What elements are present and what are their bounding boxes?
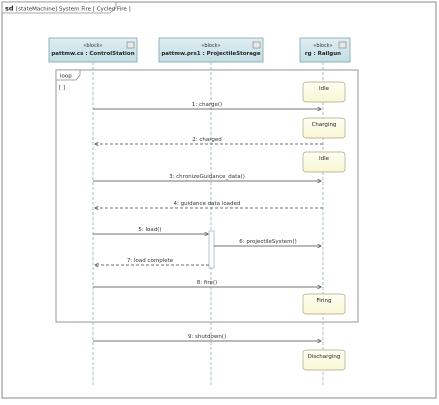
message-shutdown[interactable]: 9: shutdown() xyxy=(93,334,321,341)
message-label: 3: chronizeGuidance_data() xyxy=(169,174,245,180)
block-icon xyxy=(126,41,135,49)
state-charging[interactable]: Charging xyxy=(302,117,346,139)
lifeline-projectile-storage[interactable]: «block» pattmw.prs1 : ProjectileStorage xyxy=(158,37,264,63)
state-label: Charging xyxy=(312,122,337,128)
lifeline-railgun[interactable]: «block» rg : Railgun xyxy=(299,37,351,63)
block-icon xyxy=(252,41,261,49)
message-label: 1: charge() xyxy=(192,102,222,108)
message-label: 2: charged xyxy=(192,137,222,143)
state-idle[interactable]: Idle xyxy=(302,81,346,103)
message-load[interactable]: 5: load() xyxy=(93,227,208,234)
message-fire[interactable]: 8: fire() xyxy=(93,280,321,287)
frame-kind: sd xyxy=(5,5,14,13)
lifeline-name: pattmw.prs1 : ProjectileStorage xyxy=(161,51,260,57)
state-label: Idle xyxy=(319,156,330,162)
frame-title: [stateMachine] System Fire [ Cycled Fire… xyxy=(16,7,131,13)
diagram-frame: sd [stateMachine] System Fire [ Cycled F… xyxy=(1,1,437,399)
state-firing[interactable]: Firing xyxy=(302,293,346,315)
lifeline-stereotype: «block» xyxy=(83,43,102,49)
state-label: Idle xyxy=(319,86,330,92)
message-guidance-data[interactable]: 3: chronizeGuidance_data() xyxy=(93,174,321,181)
message-label: 6: projectileSystem() xyxy=(239,239,296,245)
loop-label: loop xyxy=(60,74,72,80)
message-label: 7: load complete xyxy=(127,258,174,264)
message-label: 4: guidance data loaded xyxy=(174,201,241,207)
state-discharging[interactable]: Discharging xyxy=(302,349,346,371)
message-guidance-loaded[interactable]: 4: guidance data loaded xyxy=(95,201,323,208)
lifeline-name: rg : Railgun xyxy=(305,51,341,57)
loop-fragment[interactable]: loop [ ] xyxy=(55,69,359,323)
loop-guard: [ ] xyxy=(59,85,65,91)
state-label: Discharging xyxy=(308,354,341,360)
message-charge[interactable]: 1: charge() xyxy=(93,102,321,109)
lifeline-control-station[interactable]: «block» pattmw.cs : ControlStation xyxy=(48,37,138,63)
message-label: 8: fire() xyxy=(197,280,217,286)
lifeline-name: pattmw.cs : ControlStation xyxy=(51,51,134,57)
message-label: 9: shutdown() xyxy=(188,334,226,340)
message-label: 5: load() xyxy=(138,227,161,233)
message-charged[interactable]: 2: charged xyxy=(95,137,323,144)
state-idle[interactable]: Idle xyxy=(302,151,346,173)
activation-bar xyxy=(208,230,215,269)
state-label: Firing xyxy=(316,298,331,304)
lifeline-stereotype: «block» xyxy=(201,43,220,49)
message-load-complete[interactable]: 7: load complete xyxy=(95,258,209,265)
block-icon xyxy=(338,41,347,49)
lifeline-stereotype: «block» xyxy=(313,43,332,49)
message-projectile-system[interactable]: 6: projectileSystem() xyxy=(214,239,321,246)
